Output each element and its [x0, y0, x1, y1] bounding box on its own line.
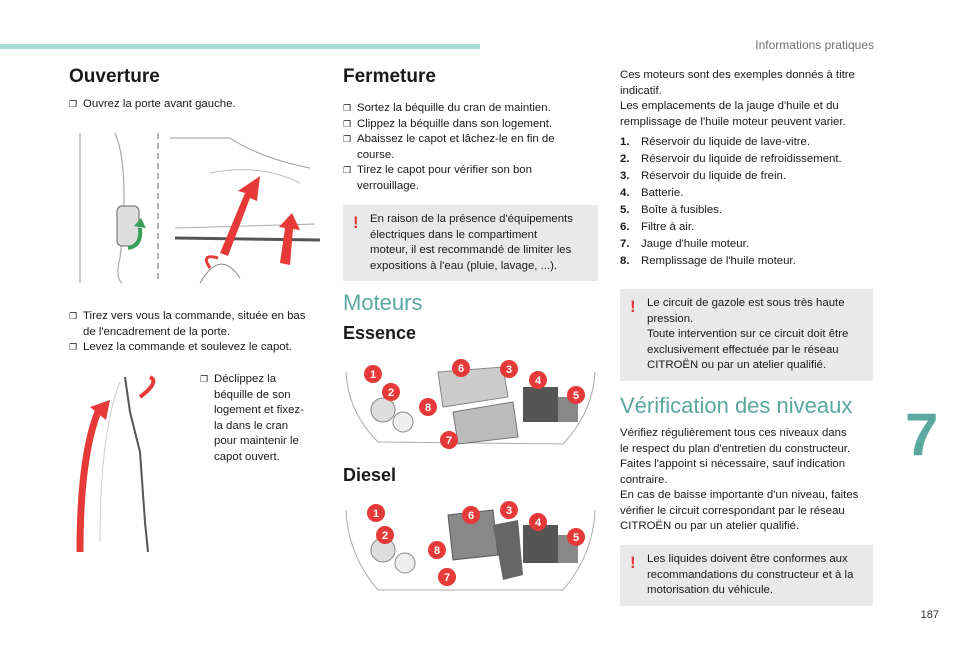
callout-6-label: 6	[458, 363, 464, 375]
callout-3-diesel	[500, 501, 518, 519]
list-item: 6.Filtre à air.	[620, 221, 695, 233]
chapter-number: 7	[905, 401, 939, 468]
list-item: 5.Boîte à fusibles.	[620, 204, 723, 216]
diesel-engine-illustration: 1 2 3 4 5 6 7 8	[345, 501, 596, 591]
ouverture-title: Ouverture	[69, 66, 160, 87]
components-list: 1.Réservoir du liquide de lave-vitre. 2.…	[620, 134, 880, 270]
callout-4-diesel-label: 4	[535, 517, 542, 529]
callout-1	[364, 365, 382, 383]
moteurs-title: Moteurs	[343, 290, 423, 315]
fermeture-title: Fermeture	[343, 66, 436, 87]
callout-8-label: 8	[425, 402, 431, 414]
list-item: 8.Remplissage de l'huile moteur.	[620, 255, 796, 267]
ouverture-step3: ❐Déclippez la béquille de son logement e…	[200, 373, 304, 463]
callout-4	[529, 371, 547, 389]
callout-8	[419, 398, 437, 416]
callout-7-diesel-label: 7	[444, 572, 450, 584]
callout-6-diesel	[462, 506, 480, 524]
diesel-title: Diesel	[343, 465, 397, 485]
callout-3	[500, 360, 518, 378]
hood-prop-rod-illustration	[76, 375, 156, 553]
warning-icon: !	[630, 553, 636, 572]
callout-2-label: 2	[388, 387, 394, 399]
door-handle-illustration	[79, 132, 321, 284]
list-item: 2.Réservoir du liquide de refroidissemen…	[620, 153, 842, 165]
callout-3-label: 3	[506, 364, 512, 376]
callout-7-diesel	[438, 568, 456, 586]
list-item: 3.Réservoir du liquide de frein.	[620, 170, 786, 182]
callout-1-diesel	[367, 504, 385, 522]
callout-1-diesel-label: 1	[373, 508, 379, 520]
page-number: 187	[920, 609, 939, 621]
callout-5	[567, 386, 585, 404]
callout-5-diesel-label: 5	[573, 532, 579, 544]
fermeture-steps: ❐Sortez la béquille du cran de maintien.…	[343, 102, 555, 192]
callout-8-diesel-label: 8	[434, 545, 440, 557]
essence-engine-illustration: 1 2 3 4 5 6 7 8	[345, 359, 596, 449]
list-item: 1.Réservoir du liquide de lave-vitre.	[620, 136, 811, 148]
callout-4-diesel	[529, 513, 547, 531]
callout-8-diesel	[428, 541, 446, 559]
ouverture-steps2: ❐Tirez vers vous la commande, située en …	[69, 310, 306, 353]
moteurs-intro: Ces moteurs sont des exemples donnés à t…	[620, 69, 855, 128]
list-item: 7.Jauge d'huile moteur.	[620, 238, 749, 250]
header-accent-bar	[0, 44, 480, 49]
verification-body: Vérifiez régulièrement tous ces niveaux …	[620, 427, 859, 532]
diesel-warning: ! Le circuit de gazole est sous très hau…	[620, 289, 873, 381]
callout-6-diesel-label: 6	[468, 510, 474, 522]
fluids-warning: ! Les liquides doivent être conformes au…	[620, 545, 873, 606]
callout-3-diesel-label: 3	[506, 505, 512, 517]
callout-1-label: 1	[370, 369, 376, 381]
callout-2-diesel-label: 2	[382, 530, 388, 542]
warning-icon: !	[630, 297, 636, 316]
callout-7	[440, 431, 458, 449]
verification-title: Vérification des niveaux	[620, 393, 853, 418]
warning-icon: !	[353, 213, 359, 232]
callout-5-label: 5	[573, 390, 579, 402]
ouverture-step1: ❐Ouvrez la porte avant gauche.	[69, 98, 236, 110]
list-item: 4.Batterie.	[620, 187, 684, 199]
callout-5-diesel	[567, 528, 585, 546]
callout-7-label: 7	[446, 435, 452, 447]
callout-2	[382, 383, 400, 401]
header-title: Informations pratiques	[755, 38, 874, 52]
essence-title: Essence	[343, 323, 417, 343]
callout-6	[452, 359, 470, 377]
callout-4-label: 4	[535, 375, 542, 387]
callout-2-diesel	[376, 526, 394, 544]
fermeture-warning: ! En raison de la présence d'équipements…	[343, 205, 598, 281]
